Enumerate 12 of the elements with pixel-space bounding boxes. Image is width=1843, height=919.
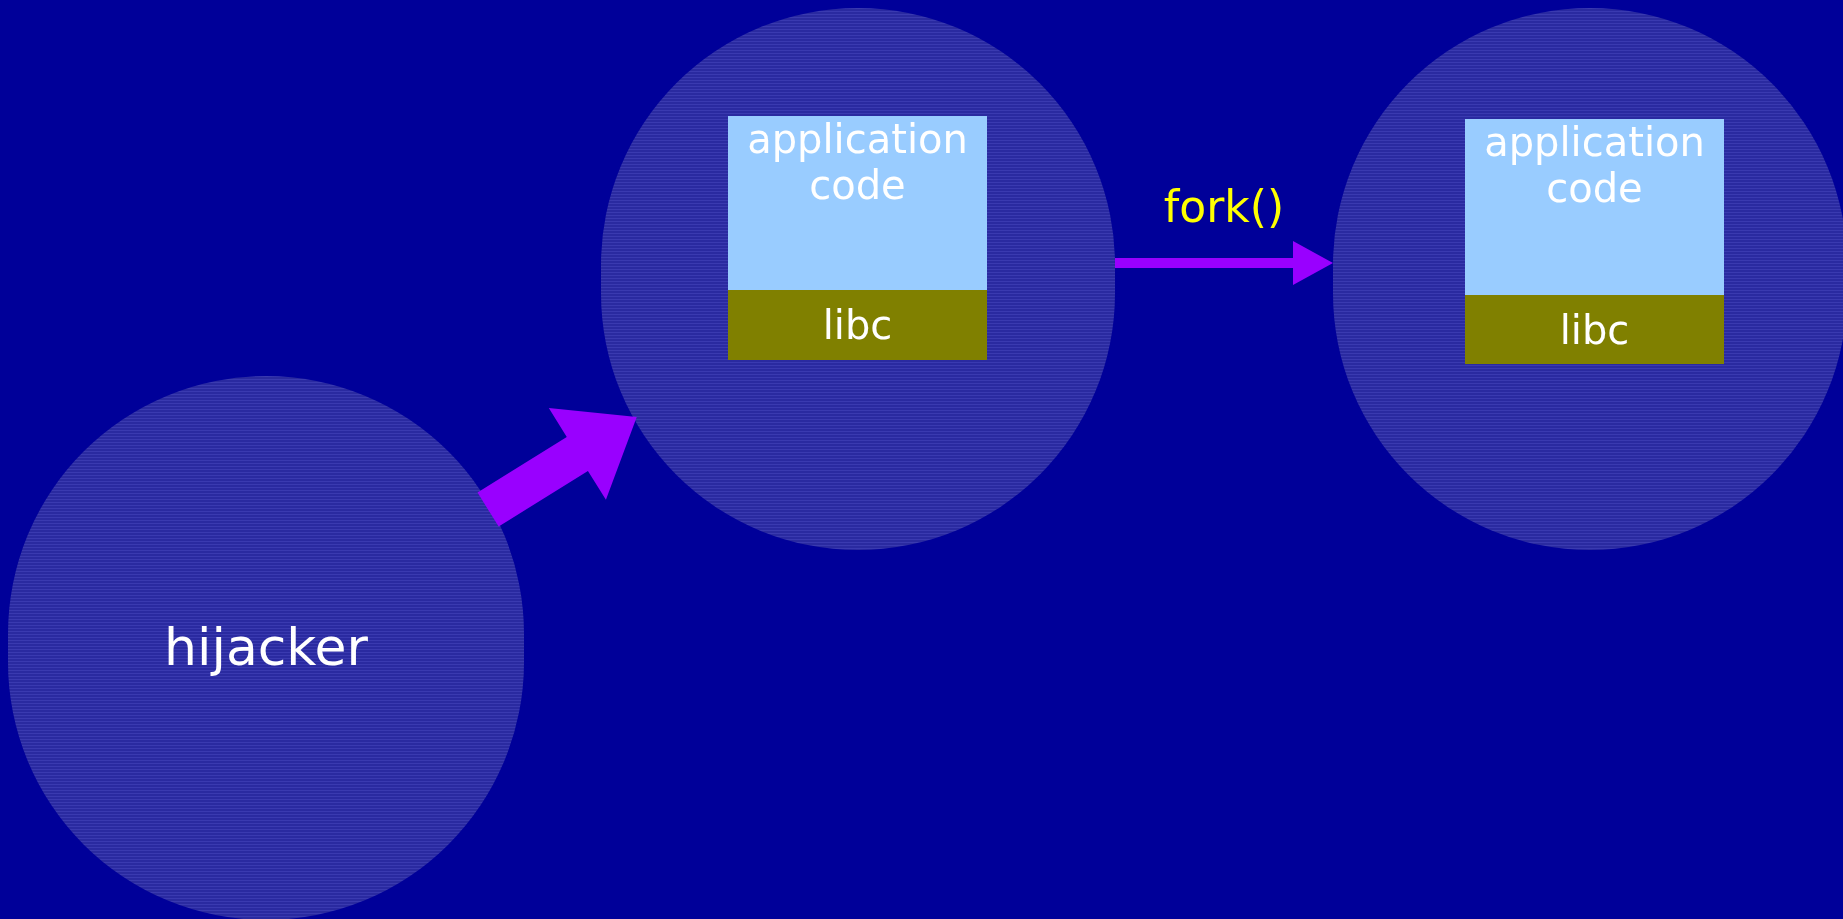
code-segment xyxy=(1465,119,1724,295)
node-label: libc xyxy=(1559,306,1630,353)
arrow xyxy=(477,408,637,527)
node-label: application code xyxy=(746,116,969,208)
edge-label: fork() xyxy=(1163,185,1285,229)
code-segment xyxy=(728,116,987,290)
node-label: hijacker xyxy=(164,618,368,678)
node-label: libc xyxy=(822,302,893,348)
library-segment xyxy=(1465,295,1724,364)
node-label: application code xyxy=(1483,119,1706,211)
library-segment xyxy=(728,290,987,360)
arrow xyxy=(1115,241,1333,285)
